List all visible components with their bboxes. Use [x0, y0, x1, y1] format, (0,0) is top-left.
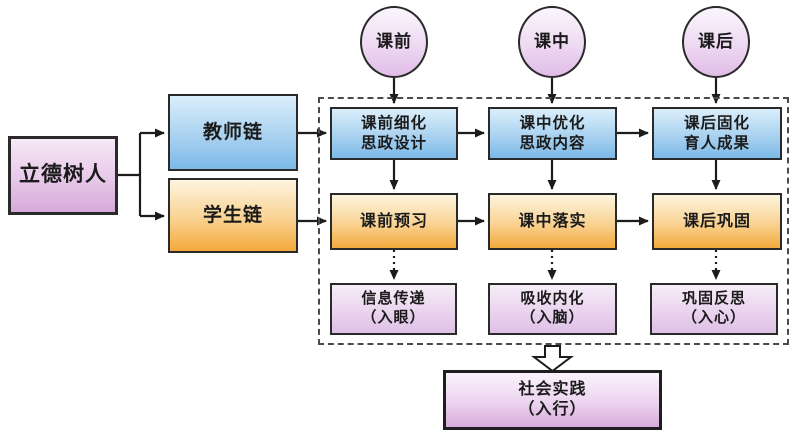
node-label-line1: 吸收内化: [520, 290, 585, 308]
node-label-line2: 思政设计: [360, 134, 427, 152]
node-label-line1: 社会实践: [518, 381, 587, 398]
node-effect-3: 巩固反思 （入心）: [650, 283, 778, 335]
node-label-line2: （入脑）: [520, 309, 585, 326]
node-label-line1: 信息传递: [361, 290, 426, 308]
node-label: 课中落实: [518, 212, 587, 230]
node-label: 课后: [698, 32, 734, 52]
node-effect-2: 吸收内化 （入脑）: [488, 283, 617, 335]
row2-to-row3-dotted-arrows: [389, 250, 721, 280]
node-label-line1: 巩固反思: [681, 290, 746, 308]
node-effect-1: 信息传递 （入眼）: [330, 283, 457, 335]
node-teacher-step-2: 课中优化 思政内容: [488, 107, 617, 160]
node-student-step-3: 课后巩固: [652, 193, 782, 250]
node-label: 课前预习: [359, 212, 428, 230]
node-phase-pre-class: 课前: [360, 6, 428, 78]
process-boundary-frame: [318, 97, 789, 345]
node-label: 学生链: [202, 204, 263, 226]
node-lide-shuren: 立德树人: [8, 136, 118, 215]
node-label-line2: （入行）: [518, 401, 587, 418]
node-student-step-1: 课前预习: [330, 193, 458, 250]
node-label-line2: 育人成果: [683, 134, 750, 152]
chain-to-grid-connectors: [298, 128, 327, 226]
node-label-line1: 课中优化: [519, 115, 586, 133]
node-teacher-step-3: 课后固化 育人成果: [652, 107, 782, 160]
node-label: 课后巩固: [682, 212, 751, 230]
node-label-line2: （入眼）: [361, 309, 426, 326]
node-label-line2: 思政内容: [519, 134, 586, 152]
node-label: 立德树人: [19, 163, 107, 187]
node-phase-after-class: 课后: [682, 6, 750, 78]
node-label: 课前: [376, 32, 412, 52]
node-teacher-chain: 教师链: [168, 94, 298, 171]
row1-to-row2-arrows: [389, 160, 721, 190]
node-label: 教师链: [202, 121, 263, 143]
node-label: 课中: [534, 32, 570, 52]
block-down-arrow: [531, 345, 574, 373]
node-teacher-step-1: 课前细化 思政设计: [330, 107, 458, 160]
node-student-chain: 学生链: [168, 178, 298, 253]
node-outcome-social-practice: 社会实践 （入行）: [443, 370, 662, 430]
node-label-line1: 课前细化: [360, 115, 427, 133]
node-phase-in-class: 课中: [518, 6, 586, 78]
node-label-line1: 课后固化: [683, 115, 750, 133]
node-student-step-2: 课中落实: [488, 193, 617, 250]
node-label-line2: （入心）: [681, 309, 746, 326]
root-split-connector: [118, 128, 165, 221]
